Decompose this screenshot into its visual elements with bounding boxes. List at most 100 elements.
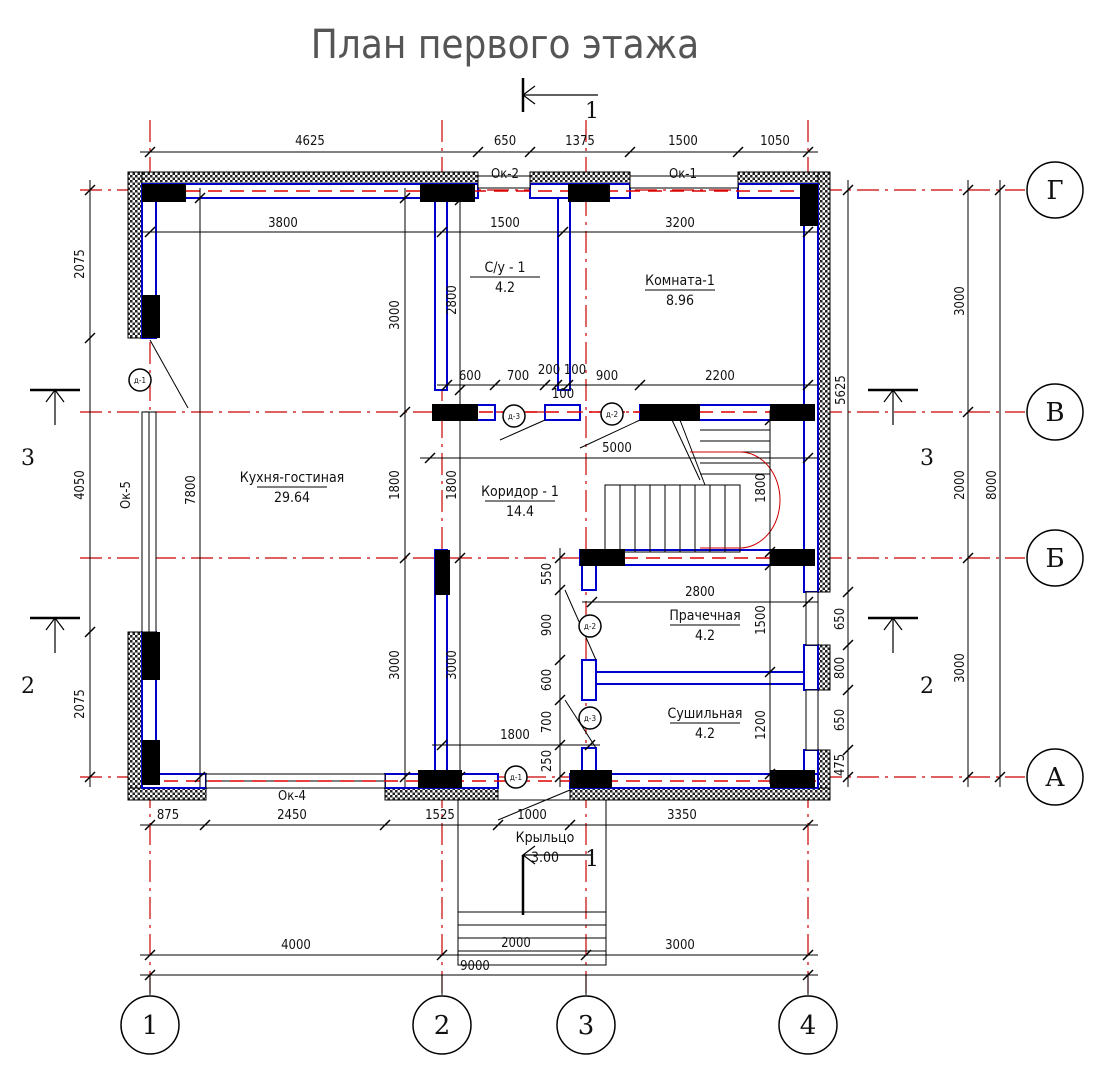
room-area: 8.96 — [666, 293, 694, 309]
dimension-label: 250 — [540, 750, 555, 772]
dimension-label: 1200 — [754, 710, 769, 740]
section-label: 1 — [585, 847, 599, 872]
dimension-label: 3000 — [388, 300, 403, 330]
dimension-label: 3800 — [268, 216, 298, 231]
dimension-label: 1800 — [500, 728, 530, 743]
interior-walls — [142, 190, 818, 782]
dimension-label: 900 — [596, 369, 618, 384]
axis-label: А — [1045, 763, 1065, 793]
dimension-label: 5000 — [602, 441, 632, 456]
axis-bubble — [120, 995, 180, 1055]
dimension-label: 9000 — [460, 959, 490, 974]
dimension-label: 5625 — [834, 375, 849, 405]
door-tag-label: д-1 — [134, 376, 146, 385]
door-tag-label: д-2 — [584, 622, 596, 631]
dimension-label: 2075 — [73, 249, 88, 279]
dimension-label: 3000 — [445, 650, 460, 680]
dimension-label: 7800 — [184, 475, 199, 505]
dimension-label: 3000 — [953, 286, 968, 316]
axis-bubble — [412, 995, 472, 1055]
dimension-label: 1500 — [754, 605, 769, 635]
window-label: Ок-4 — [278, 789, 306, 804]
axis-bubble — [1026, 529, 1084, 587]
dimension-label: 1800 — [445, 470, 460, 500]
dimension-label: 200 — [538, 363, 560, 378]
room-area: 14.4 — [506, 504, 534, 520]
dimension-label: 1050 — [760, 134, 790, 149]
dimension-label: 4050 — [73, 470, 88, 500]
section-label: 2 — [21, 674, 35, 699]
room-area: 4.2 — [695, 726, 715, 742]
section-label: 3 — [920, 446, 934, 471]
door-tag — [504, 765, 528, 789]
room-name: Сушильная — [668, 706, 743, 722]
dimension-label: 800 — [833, 657, 848, 679]
door-tag-label: д-1 — [510, 773, 522, 782]
dimension-label: 3350 — [667, 808, 697, 823]
dimension-label: 600 — [459, 369, 481, 384]
door-tag-label: д-3 — [584, 714, 596, 723]
axis-bubble — [1026, 161, 1084, 219]
dimension-label: 1375 — [565, 134, 595, 149]
dimension-label: 600 — [540, 669, 555, 691]
dimension-label: 4625 — [295, 134, 325, 149]
dimension-label: 875 — [157, 808, 179, 823]
axis-bubble — [778, 995, 838, 1055]
section-label: 1 — [585, 99, 599, 124]
dimension-label: 1500 — [490, 216, 520, 231]
dimension-label: 1525 — [425, 808, 455, 823]
dimension-label: 2000 — [953, 470, 968, 500]
dimension-lines — [84, 146, 1006, 981]
dimension-label: 650 — [833, 608, 848, 630]
door-tag-label: д-3 — [508, 412, 520, 421]
room-name: Прачечная — [669, 608, 740, 624]
door-tag — [128, 368, 152, 392]
dimension-label: 700 — [507, 369, 529, 384]
columns — [142, 184, 818, 788]
axis-label: 4 — [800, 1011, 817, 1041]
dimension-label: 1000 — [517, 808, 547, 823]
dimension-label: 8000 — [985, 470, 1000, 500]
dimension-label: 3000 — [388, 650, 403, 680]
dimension-label: 2450 — [277, 808, 307, 823]
dimension-label: 1500 — [668, 134, 698, 149]
section-label: 2 — [920, 674, 934, 699]
dimension-label: 100 — [564, 363, 586, 378]
room-area: 4.2 — [695, 628, 715, 644]
plan-title: План первого этажа — [311, 22, 699, 68]
room-name: Коридор - 1 — [481, 484, 559, 500]
dimension-label: 100 — [552, 387, 574, 402]
room-name: Крыльцо — [516, 830, 575, 846]
dimension-label: 550 — [540, 563, 555, 585]
dimension-label: 1800 — [388, 470, 403, 500]
dimension-label: 2800 — [445, 285, 460, 315]
axis-label: Г — [1046, 176, 1063, 206]
dimension-label: 2200 — [705, 369, 735, 384]
axis-label: 3 — [578, 1011, 595, 1041]
room-area: 4.2 — [495, 280, 515, 296]
axis-label: Б — [1045, 544, 1064, 574]
dimension-label: 900 — [540, 614, 555, 636]
door-tag — [578, 706, 602, 730]
outer-walls — [127, 171, 831, 801]
dimension-label: 2000 — [501, 936, 531, 951]
porch — [457, 799, 607, 966]
axis-bubble — [556, 995, 616, 1055]
dimension-label: 3200 — [665, 216, 695, 231]
axis-label: 2 — [434, 1011, 451, 1041]
section-label: 3 — [21, 446, 35, 471]
axis-label: 1 — [142, 1011, 159, 1041]
dimension-label: 4000 — [281, 938, 311, 953]
dimension-label: 3000 — [953, 653, 968, 683]
room-area: 29.64 — [274, 490, 310, 506]
dimension-label: 2075 — [73, 689, 88, 719]
room-name: Комната-1 — [645, 273, 715, 289]
dimension-label: 3000 — [665, 938, 695, 953]
door-tag-label: д-2 — [606, 410, 618, 419]
dimension-label: 700 — [540, 711, 555, 733]
door-tag — [502, 404, 526, 428]
door-tag — [578, 614, 602, 638]
dimension-label: 2800 — [685, 585, 715, 600]
room-area: 3.00 — [531, 850, 559, 866]
